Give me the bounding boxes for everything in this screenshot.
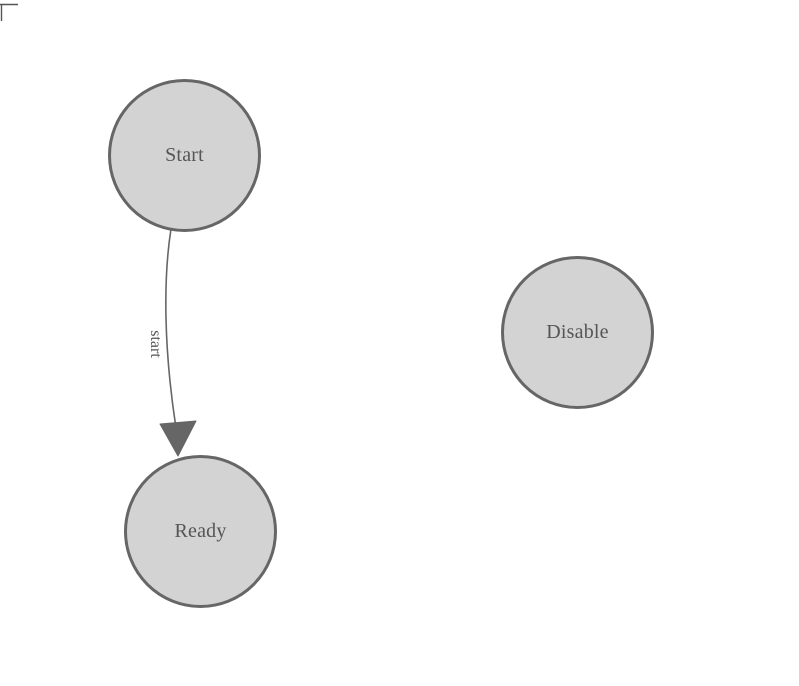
crop-corner-mark-icon	[0, 3, 18, 21]
state-node-disable[interactable]: Disable	[501, 255, 654, 409]
state-node-start-label: Start	[165, 144, 204, 166]
state-node-ready[interactable]: Ready	[124, 454, 277, 608]
state-node-ready-label: Ready	[174, 520, 227, 542]
edge-start-to-ready-arrowhead-icon	[159, 420, 197, 457]
state-node-disable-label: Disable	[546, 321, 609, 343]
edge-label-start: start	[147, 330, 164, 358]
state-node-start[interactable]: Start	[108, 78, 261, 232]
edge-start-to-ready-line	[165, 228, 177, 429]
